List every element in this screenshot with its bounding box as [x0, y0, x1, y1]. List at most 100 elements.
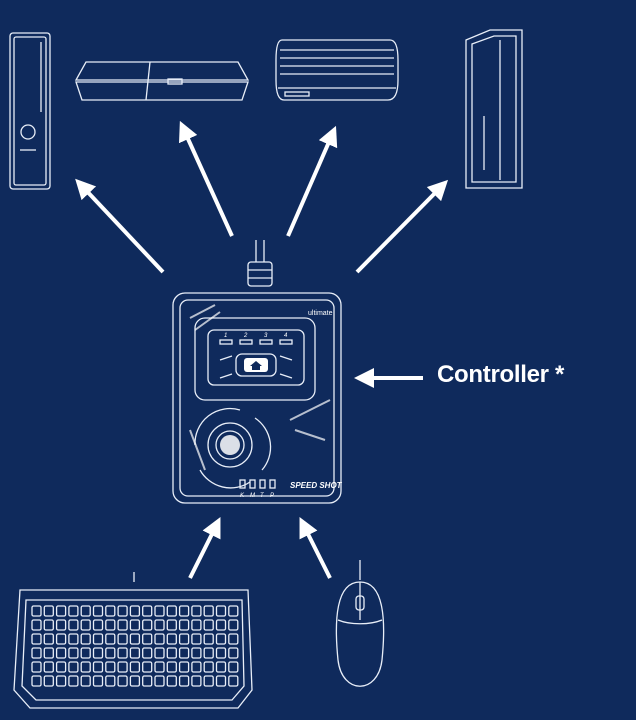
- keyboard-key: [215, 647, 227, 659]
- keyboard-key: [129, 647, 141, 659]
- keyboard-key: [117, 661, 128, 673]
- keyboard-key: [117, 675, 128, 687]
- keyboard-key: [203, 633, 214, 645]
- arrow-from-mouse: [299, 517, 332, 579]
- keyboard-key: [191, 647, 202, 659]
- keyboard-key: [129, 605, 141, 617]
- keyboard-key: [55, 647, 67, 659]
- keyboard-key: [31, 633, 42, 645]
- keyboard-key: [55, 619, 67, 631]
- keyboard-key: [68, 619, 79, 631]
- keyboard-key: [203, 619, 214, 631]
- keyboard-key: [43, 675, 54, 687]
- ps3-console-icon: [275, 39, 399, 101]
- keyboard-key: [191, 605, 202, 617]
- keyboard-key: [178, 619, 190, 631]
- xbox-360-console-icon: [9, 32, 51, 190]
- keyboard-key: [80, 619, 91, 631]
- keyboard-key: [129, 661, 141, 673]
- keyboard-key: [92, 605, 104, 617]
- keyboard-key: [43, 605, 54, 617]
- keyboard-key: [55, 605, 67, 617]
- keyboard-key: [191, 675, 202, 687]
- keyboard-key: [142, 605, 153, 617]
- keyboard-key: [166, 661, 177, 673]
- keyboard-key: [178, 675, 190, 687]
- keyboard-key: [31, 605, 42, 617]
- keyboard-key: [154, 633, 165, 645]
- keyboard-key: [142, 661, 153, 673]
- brand-logo: ultimate: [308, 310, 333, 317]
- keyboard-key: [154, 605, 165, 617]
- keyboard-key: [105, 675, 116, 687]
- keyboard-key: [43, 619, 54, 631]
- arrow-to-xbox-360: [75, 178, 165, 274]
- keyboard-key: [92, 647, 104, 659]
- mode-t: T: [260, 493, 265, 499]
- keyboard-key: [203, 647, 214, 659]
- mouse-icon: [335, 560, 385, 687]
- keyboard-key: [55, 675, 67, 687]
- mode-m: M: [250, 493, 255, 499]
- speedshot-adapter-device: ultimate 1 2 3 4 K M T P SPEED SHOT: [172, 292, 343, 504]
- keyboard-key: [228, 605, 239, 617]
- keyboard-key: [215, 619, 227, 631]
- mode-p: P: [270, 493, 274, 499]
- keyboard-key: [166, 619, 177, 631]
- keyboard-icon: [13, 572, 253, 709]
- keyboard-key: [92, 675, 104, 687]
- keyboard-key: [166, 675, 177, 687]
- arrow-from-keyboard: [188, 517, 221, 579]
- keyboard-key: [215, 675, 227, 687]
- ps4-console-icon: [74, 61, 250, 101]
- keyboard-key: [215, 605, 227, 617]
- keyboard-key: [68, 633, 79, 645]
- keyboard-key: [228, 661, 239, 673]
- keyboard-key: [92, 661, 104, 673]
- keyboard-key: [80, 605, 91, 617]
- keyboard-key: [55, 661, 67, 673]
- speedshot-logo: SPEED SHOT: [290, 481, 343, 490]
- keyboard-key: [31, 675, 42, 687]
- keyboard-key: [154, 647, 165, 659]
- keyboard-key: [105, 661, 116, 673]
- keyboard-key: [178, 661, 190, 673]
- keyboard-key: [215, 633, 227, 645]
- keyboard-key: [31, 661, 42, 673]
- arrow-to-xbox-one: [355, 179, 449, 274]
- keyboard-key: [142, 633, 153, 645]
- mode-k: K: [240, 493, 245, 499]
- keyboard-key: [68, 675, 79, 687]
- keyboard-key: [203, 675, 214, 687]
- keyboard-key: [105, 647, 116, 659]
- keyboard-key: [117, 619, 128, 631]
- keyboard-key: [154, 619, 165, 631]
- keyboard-key: [117, 633, 128, 645]
- keyboard-key: [105, 633, 116, 645]
- keyboard-key: [166, 605, 177, 617]
- keyboard-key: [80, 661, 91, 673]
- keyboard-key: [166, 633, 177, 645]
- keyboard-key: [31, 619, 42, 631]
- keyboard-key: [215, 661, 227, 673]
- keyboard-key: [31, 647, 42, 659]
- slot-4: 4: [284, 333, 288, 339]
- arrow-to-ps4: [179, 120, 234, 237]
- keyboard-key: [68, 661, 79, 673]
- home-icon: [250, 361, 262, 370]
- keyboard-key: [129, 633, 141, 645]
- keyboard-key: [68, 605, 79, 617]
- keyboard-key: [191, 619, 202, 631]
- slot-3: 3: [264, 333, 268, 339]
- controller-label: Controller *: [437, 361, 565, 388]
- keyboard-key: [191, 661, 202, 673]
- keyboard-key: [142, 647, 153, 659]
- arrow-to-ps3: [286, 125, 338, 237]
- keyboard-key: [80, 633, 91, 645]
- keyboard-key: [154, 661, 165, 673]
- slot-1: 1: [224, 333, 227, 339]
- keyboard-key: [129, 619, 141, 631]
- keyboard-key: [142, 675, 153, 687]
- keyboard-key: [203, 605, 214, 617]
